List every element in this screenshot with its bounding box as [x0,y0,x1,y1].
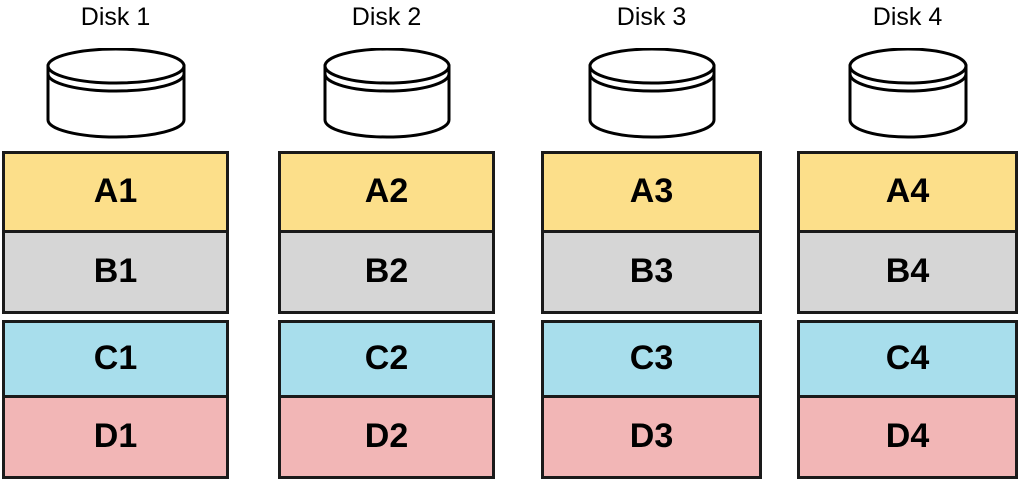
block-b2: B2 [281,232,492,311]
block-a4: A4 [800,154,1015,233]
disk-column-3: Disk 3 A3 B3 C3 D3 [541,0,762,489]
block-a1: A1 [5,154,226,233]
disk-title-4: Disk 4 [872,3,943,31]
disk-cylinder-icon [278,48,495,140]
block-d3: D3 [544,397,759,476]
disk-cylinder-icon [2,48,229,140]
disk-1-stack-lower: C1 D1 [2,320,229,479]
disk-2-stack-lower: C2 D2 [278,320,495,479]
disk-title-1: Disk 1 [80,3,151,31]
block-b3: B3 [544,232,759,311]
disk-column-2: Disk 2 A2 B2 C2 D2 [278,0,495,489]
block-a3: A3 [544,154,759,233]
block-c4: C4 [800,323,1015,398]
disk-cylinder-icon [541,48,762,140]
disk-title-3: Disk 3 [616,3,687,31]
block-c3: C3 [544,323,759,398]
block-d4: D4 [800,397,1015,476]
disk-title-2: Disk 2 [351,3,422,31]
disk-cylinder-icon [797,48,1018,140]
disk-4-stack-upper: A4 B4 [797,151,1018,314]
block-c1: C1 [5,323,226,398]
disk-2-stack-upper: A2 B2 [278,151,495,314]
disk-column-1: Disk 1 A1 B1 C1 D1 [2,0,229,489]
disk-4-stack-lower: C4 D4 [797,320,1018,479]
block-d1: D1 [5,397,226,476]
block-d2: D2 [281,397,492,476]
disk-column-4: Disk 4 A4 B4 C4 D4 [797,0,1018,489]
block-a2: A2 [281,154,492,233]
block-b1: B1 [5,232,226,311]
block-c2: C2 [281,323,492,398]
block-b4: B4 [800,232,1015,311]
disk-3-stack-lower: C3 D3 [541,320,762,479]
disk-1-stack-upper: A1 B1 [2,151,229,314]
disk-3-stack-upper: A3 B3 [541,151,762,314]
